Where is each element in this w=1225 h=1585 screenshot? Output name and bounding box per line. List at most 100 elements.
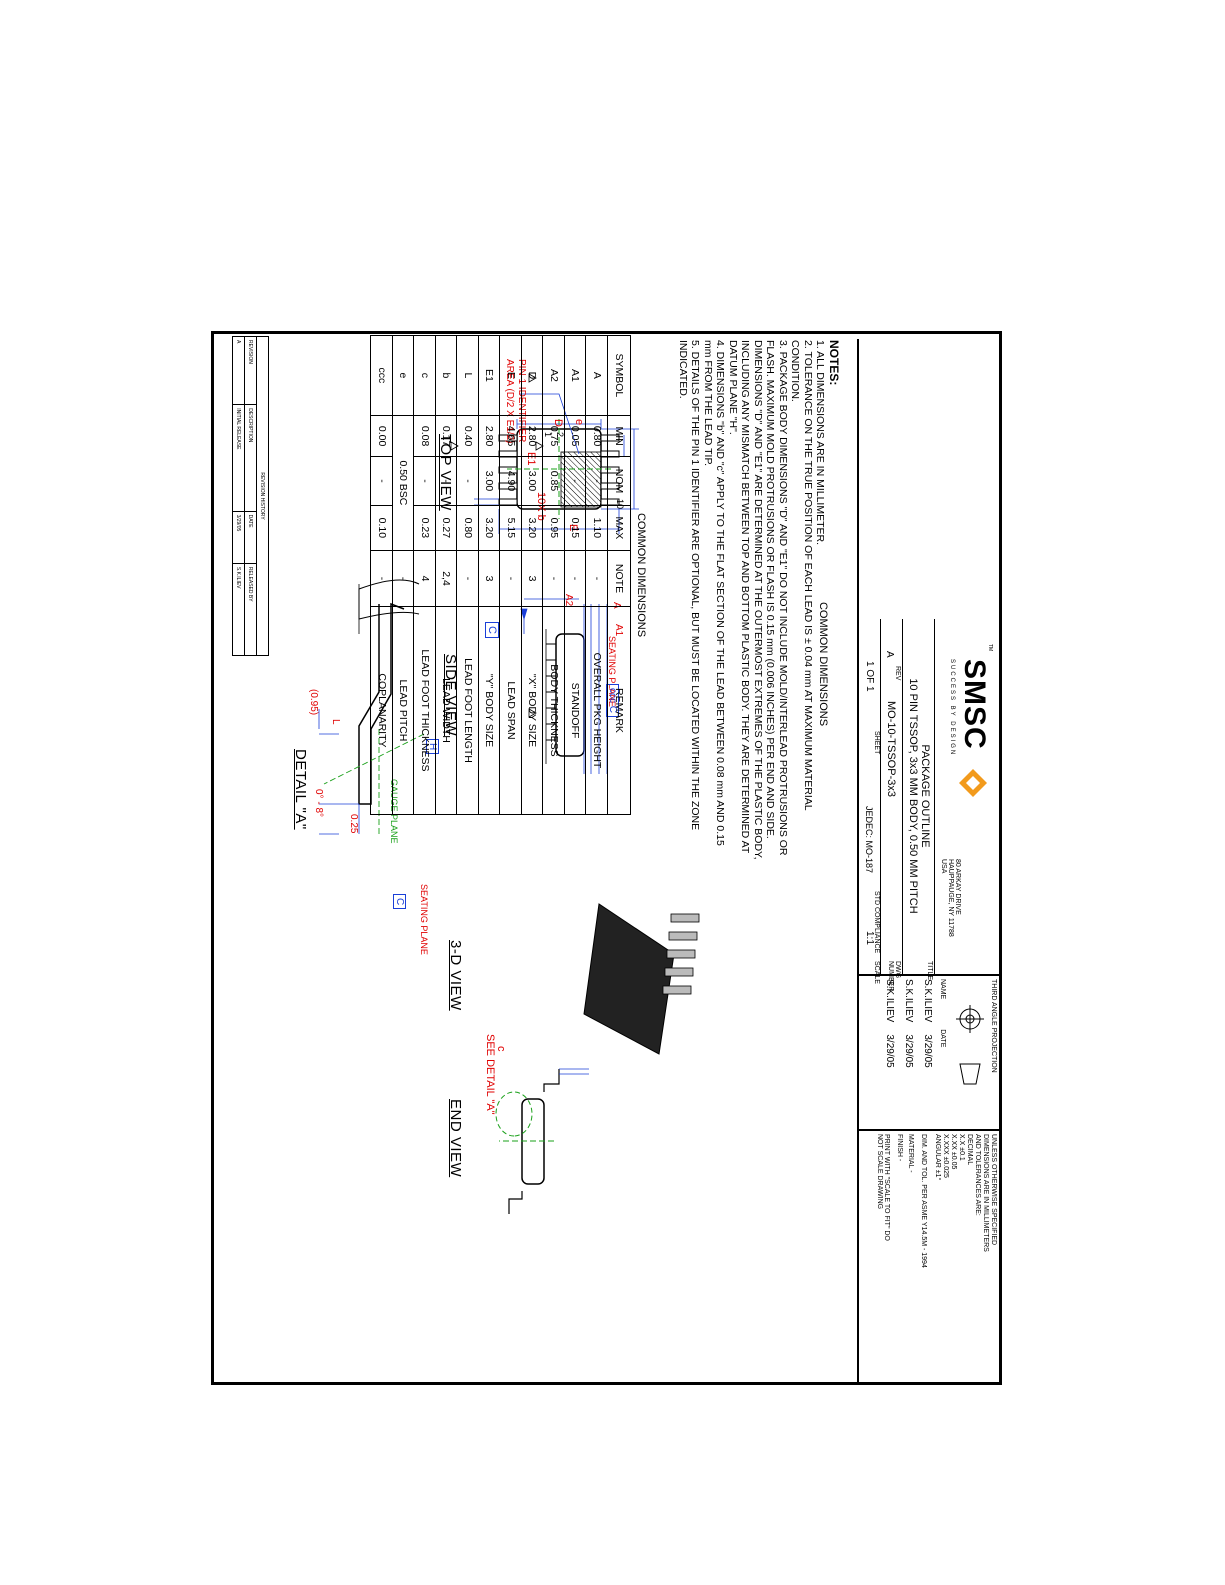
finish-value: - bbox=[896, 1158, 903, 1162]
table-cell: LEAD FOOT LENGTH bbox=[457, 606, 479, 815]
table-cell: A bbox=[586, 335, 608, 416]
tolerance-line: X.XX ±0.05 bbox=[950, 1134, 957, 1170]
label-c: c bbox=[495, 1046, 507, 1052]
print-note: PRINT WITH "SCALE TO FIT" DO NOT SCALE D… bbox=[876, 1134, 890, 1241]
revision-title: REVISION HISTORY bbox=[256, 336, 269, 656]
drawn-date: 3/29/05 bbox=[922, 1034, 933, 1068]
table-cell: COPLANARITY bbox=[371, 606, 393, 815]
tolerance-line: AND TOLERANCES ARE: bbox=[974, 1134, 981, 1216]
tolerance-line: X.XXX ±0.025 bbox=[942, 1134, 949, 1178]
table-cell: 3 bbox=[478, 550, 500, 607]
finish-label: FINISH bbox=[896, 1134, 903, 1157]
material-value: - bbox=[907, 1170, 914, 1173]
notes-heading: NOTES: bbox=[827, 340, 841, 386]
rev-value-revision: A bbox=[232, 336, 245, 405]
table-header-cell: REMARK bbox=[607, 606, 631, 815]
table-cell: 4.90 bbox=[500, 456, 522, 506]
rev-value-released-by: S.K.ILIEV bbox=[232, 563, 245, 656]
table-header-cell: MIN bbox=[607, 415, 631, 457]
table-cell: 0.80 bbox=[457, 505, 479, 551]
approved-date: 3/29/05 bbox=[884, 1034, 895, 1068]
revision-history-region: REVISION HISTORY REVISION DESCRIPTION DA… bbox=[229, 336, 269, 656]
label-seating-plane-detail: SEATING PLANE bbox=[419, 884, 429, 955]
table-cell: b bbox=[435, 335, 457, 416]
notes-list: NOTES:1. ALL DIMENSIONS ARE IN MILLIMETE… bbox=[677, 340, 841, 860]
side-view-package bbox=[520, 598, 608, 774]
table-cell: A2 bbox=[543, 335, 565, 416]
table-cell: 0.75 bbox=[543, 415, 565, 457]
end-view-title: END VIEW bbox=[447, 1099, 464, 1178]
table-cell: 0.08 bbox=[414, 415, 436, 457]
smsc-tagline: SUCCESS BY DESIGN bbox=[949, 659, 955, 757]
tolerance-line: X.X ±0.1 bbox=[958, 1134, 965, 1161]
table-cell: - bbox=[371, 550, 393, 607]
table-cell: c bbox=[414, 335, 436, 416]
table-cell: 0.10 bbox=[371, 505, 393, 551]
material-label: MATERIAL bbox=[907, 1134, 914, 1169]
table-cell: 0.15 bbox=[564, 505, 586, 551]
table-cell: 4 bbox=[414, 550, 436, 607]
table-cell: LEAD SPAN bbox=[500, 606, 522, 815]
three-d-view-package bbox=[583, 903, 700, 1055]
table-header-cell: SYMBOL bbox=[607, 335, 631, 416]
revision-table: REVISION HISTORY REVISION DESCRIPTION DA… bbox=[232, 336, 269, 656]
table-cell: 0.05 bbox=[564, 415, 586, 457]
table-cell: 4.65 bbox=[500, 415, 522, 457]
std-value: JEDEC: MO-187 bbox=[864, 806, 874, 874]
table-cell: "X" BODY SIZE bbox=[521, 606, 543, 815]
detail-a-lead bbox=[318, 579, 425, 835]
rev-header-revision: REVISION bbox=[244, 336, 257, 405]
table-cell: 0.00 bbox=[371, 415, 393, 457]
table-cell: - bbox=[414, 456, 436, 506]
tolerance-line: UNLESS OTHERWISE SPECIFIED bbox=[990, 1134, 997, 1246]
name-label: NAME bbox=[939, 979, 946, 1000]
table-cell: 5.15 bbox=[500, 505, 522, 551]
rev-value-date: 3/29/05 bbox=[232, 511, 245, 564]
table-cell: 0.27 bbox=[435, 505, 457, 551]
drawing-sheet: TOP VIEW SIDE VIEW END VIEW 3-D VIEW DET… bbox=[214, 334, 999, 1382]
table-cell: 0.17 bbox=[435, 415, 457, 457]
table-cell: 3.20 bbox=[521, 505, 543, 551]
note-item: 1. ALL DIMENSIONS ARE IN MILLIMETER. bbox=[814, 340, 827, 546]
table-cell: 0.23 bbox=[414, 505, 436, 551]
table-cell: - bbox=[586, 550, 608, 607]
table-cell: - bbox=[564, 456, 586, 506]
table-cell: 0.95 bbox=[543, 505, 565, 551]
drawing-graphics bbox=[318, 373, 700, 1214]
notes-region: NOTES:1. ALL DIMENSIONS ARE IN MILLIMETE… bbox=[660, 340, 841, 860]
table-cell: 1.10 bbox=[586, 505, 608, 551]
drawing-title-1: PACKAGE OUTLINE bbox=[919, 744, 931, 848]
table-cell: - bbox=[564, 550, 586, 607]
checked-by: S.K.ILIEV bbox=[903, 979, 914, 1023]
table-cell: 2.80 bbox=[521, 415, 543, 457]
table-cell: e bbox=[392, 335, 414, 416]
note-item: 4. DIMENSIONS "b" AND "c" APPLY TO THE F… bbox=[702, 340, 727, 846]
table-cell: LEAD WIDTH bbox=[435, 606, 457, 815]
rev-header-released-by: RELEASED BY bbox=[244, 563, 257, 656]
table-cell: E bbox=[500, 335, 522, 416]
checked-date: 3/29/05 bbox=[903, 1034, 914, 1068]
table-cell: E1 bbox=[478, 335, 500, 416]
common-dims-title: COMMON DIMENSIONS bbox=[635, 512, 647, 638]
rev-value: A bbox=[884, 651, 895, 658]
sheet-value: 1 OF 1 bbox=[864, 661, 875, 692]
table-cell: - bbox=[543, 550, 565, 607]
end-view-package bbox=[495, 1068, 589, 1214]
dwg-label: DWG NUMBER bbox=[887, 961, 901, 992]
table-cell: - bbox=[457, 456, 479, 506]
label-095: (0.95) bbox=[308, 689, 319, 716]
label-angle: 0° - 8° bbox=[313, 789, 324, 818]
scale-label: SCALE bbox=[873, 961, 880, 984]
table-cell: - bbox=[392, 550, 414, 607]
top-view-package bbox=[450, 373, 639, 718]
rev-value-description: INITIAL RELEASE bbox=[232, 404, 245, 512]
